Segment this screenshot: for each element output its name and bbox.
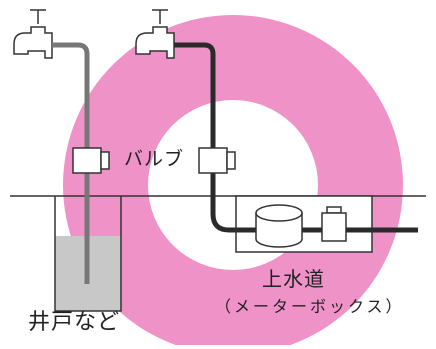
pink-ring [63,15,403,349]
meter-gauge-icon [321,206,347,242]
right-valve-icon [198,147,236,174]
water-meter-icon [255,204,303,248]
water-supply-label: 上水道 [262,267,325,291]
valve-label: バルブ [124,148,185,170]
left-valve-icon [72,147,110,174]
meter-box-label: （メーターボックス） [215,297,405,316]
well-label: 井戸など [28,310,121,335]
right-faucet-icon [135,9,175,59]
right-pipe [174,42,418,233]
left-pipe [52,42,90,284]
left-faucet-icon [13,9,53,59]
